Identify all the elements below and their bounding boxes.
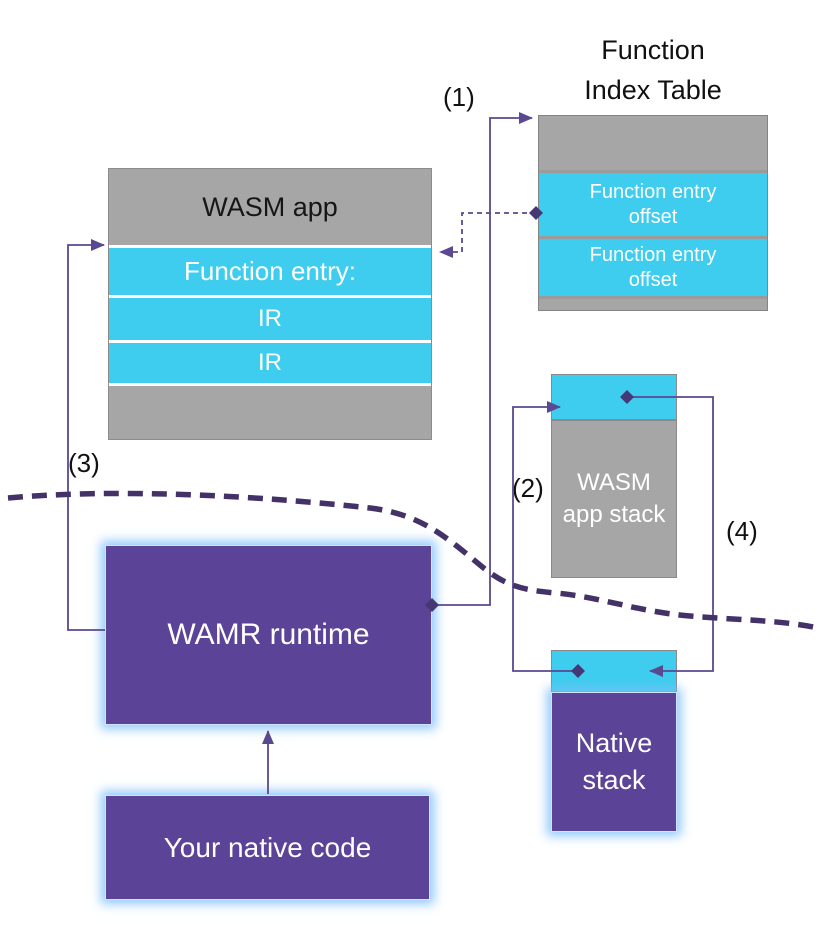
- wasm-app-stack-box: WASM app stack: [551, 420, 677, 578]
- native-stack-label: stack: [582, 765, 646, 795]
- function-entry-offset-text: Function entry: [589, 180, 717, 203]
- function-index-table-title: Function Index Table: [528, 30, 778, 110]
- wamr-runtime-box: WAMR runtime: [105, 545, 432, 725]
- wasm-app-ir-row: IR: [109, 343, 431, 383]
- wasm-app-ir-row: IR: [109, 298, 431, 340]
- native-stack-top-bar: [551, 650, 677, 692]
- function-entry-offset-text: offset: [628, 268, 678, 291]
- function-index-table-header-segment: [539, 116, 767, 170]
- wasm-app-stack-top-bar: [551, 374, 677, 420]
- your-native-code-box: Your native code: [105, 795, 430, 900]
- function-entry-offset-row: Function entry offset: [539, 239, 767, 296]
- arrow-wamr-to-index-table: [425, 112, 533, 612]
- function-entry-offset-text: Function entry: [589, 243, 717, 266]
- function-index-table: Function entry offset Function entry off…: [538, 115, 768, 311]
- native-stack-label: Native: [575, 728, 653, 758]
- function-entry-offset-text: offset: [628, 205, 678, 228]
- wasm-app-stack-label: WASM: [577, 469, 651, 496]
- function-entry-offset-row: Function entry offset: [539, 173, 767, 236]
- native-stack-box: Native stack: [551, 692, 677, 832]
- step-label-1: (1): [443, 82, 475, 112]
- dashed-arrow-offset-to-function-entry: [439, 206, 543, 258]
- function-index-table-footer-segment: [539, 299, 767, 310]
- function-index-table-title-line1: Function: [601, 35, 705, 65]
- wasm-app-block: WASM app Function entry: IR IR: [108, 168, 432, 440]
- step-label-2: (2): [512, 473, 544, 503]
- step-label-3: (3): [68, 448, 100, 478]
- wasm-app-footer-segment: [109, 386, 431, 439]
- step-label-4: (4): [726, 516, 758, 546]
- wasm-app-stack-label: app stack: [562, 501, 666, 528]
- wasm-app-function-entry-row: Function entry:: [109, 248, 431, 295]
- wasm-app-header: WASM app: [109, 169, 431, 245]
- function-index-table-title-line2: Index Table: [584, 75, 722, 105]
- arrow-wamr-to-wasm-app: [67, 239, 105, 631]
